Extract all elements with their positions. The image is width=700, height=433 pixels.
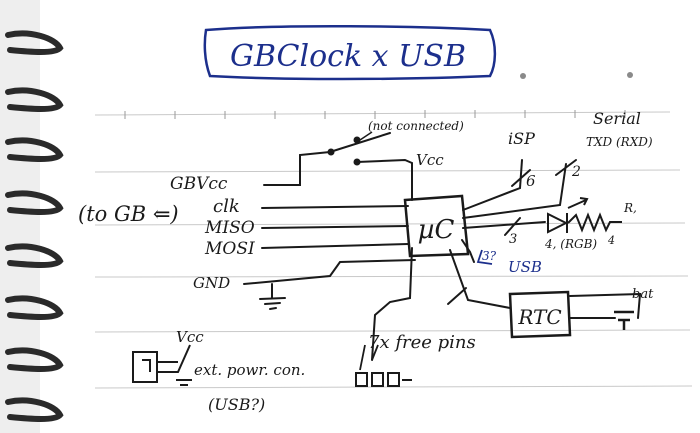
battery-icon [614,310,634,330]
usb-label: USB [508,258,542,276]
microcontroller-box [403,194,470,258]
serial-bus-count: 2 [571,164,581,180]
led-bus-count: 3 [509,232,517,247]
uc-label: µC [418,215,455,245]
gbvcc-label: GBVcc [170,174,228,194]
free-pins-label: 7x free pins [368,332,476,353]
pin-header-icon [355,372,412,387]
switch-contact [353,158,361,166]
usb-bus-count: 3? [482,249,497,263]
ruler-ticks [124,110,626,119]
ext-vcc-label: Vcc [176,328,204,346]
leader-line [359,131,373,141]
mosi-label: MOSI [204,239,255,259]
resistor-count: 4 [607,234,615,247]
pin-leads [359,344,379,371]
serial-label: Serial [593,109,641,128]
vcc-label: Vcc [416,151,444,169]
hole-dot [627,72,633,78]
gnd-label: GND [193,274,230,292]
usb-bracket [476,249,493,265]
wires [243,132,642,361]
rtc-box [508,290,572,339]
clk-label: clk [213,196,240,217]
isp-bus-count: 6 [526,172,536,190]
resistor-icon [567,212,622,233]
battery-label: bat [632,287,654,302]
ext-power-label: ext. powr. con. [194,361,305,379]
usb-question-label: (USB?) [208,395,265,414]
led-diode-icon [547,197,589,234]
to-gb-label: (to GB ⇐) [78,202,179,226]
led-rgb-label: 4, (RGB) [544,237,597,251]
spiral-binding [5,30,64,422]
txd-rxd-label: TXD (RXD) [586,135,653,149]
switch-contact [327,148,335,156]
switch-contact [353,136,361,144]
title-box [203,24,497,81]
binding-margin [0,0,40,433]
miso-label: MISO [204,218,255,238]
hole-dot [520,73,526,79]
resistor-label: R, [623,201,637,215]
isp-label: iSP [508,129,535,148]
not-connected-label: (not connected) [368,119,464,133]
power-connector-icon [132,344,192,386]
page-title: GBClock x USB [230,39,466,74]
rtc-label: RTC [517,305,561,329]
